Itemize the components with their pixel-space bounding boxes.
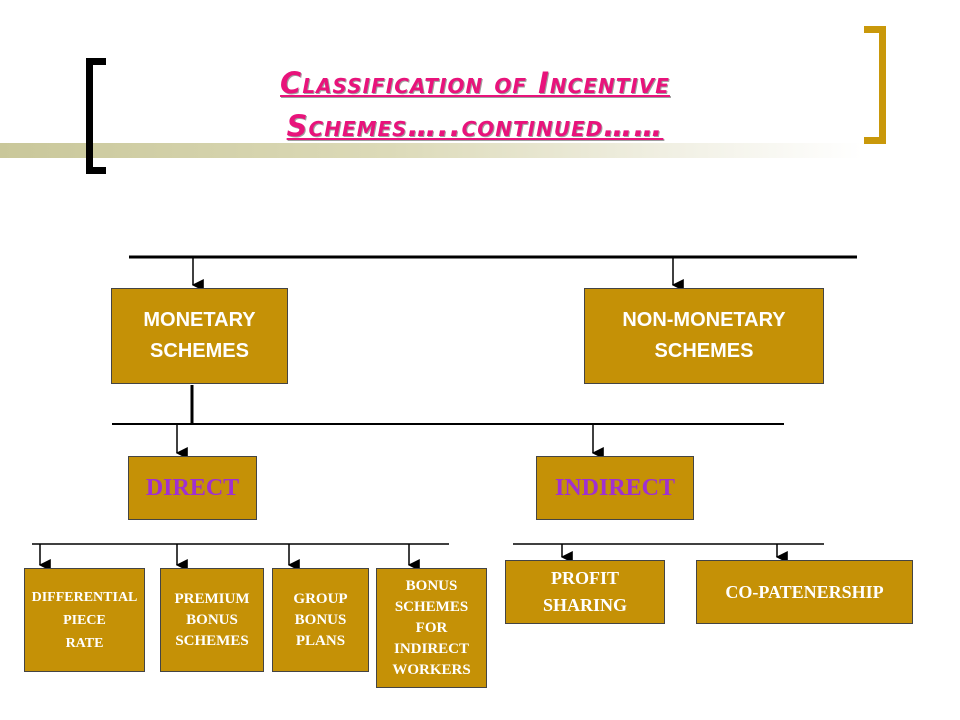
group-bonus-plans-box: GROUP BONUS PLANS — [272, 568, 369, 672]
differential-piece-rate-box: DIFFERENTIAL PIECE RATE — [24, 568, 145, 672]
indirect-box: INDIRECT — [536, 456, 694, 520]
co-partnership-box: CO-PATENERSHIP — [696, 560, 913, 624]
slide-title: Classification of Incentive Schemes…..co… — [150, 62, 800, 148]
profit-sharing-box: PROFIT SHARING — [505, 560, 665, 624]
right-bracket-ornament — [864, 26, 886, 144]
title-line-2: Schemes…..continued…… — [286, 109, 664, 143]
title-ornament-bar — [0, 143, 862, 158]
monetary-schemes-box: MONETARY SCHEMES — [111, 288, 288, 384]
premium-bonus-schemes-box: PREMIUM BONUS SCHEMES — [160, 568, 264, 672]
bonus-schemes-indirect-workers-box: BONUS SCHEMES FOR INDIRECT WORKERS — [376, 568, 487, 688]
left-bracket-ornament — [86, 58, 106, 174]
title-line-1: Classification of Incentive — [280, 66, 670, 100]
non-monetary-schemes-box: NON-MONETARY SCHEMES — [584, 288, 824, 384]
direct-box: DIRECT — [128, 456, 257, 520]
